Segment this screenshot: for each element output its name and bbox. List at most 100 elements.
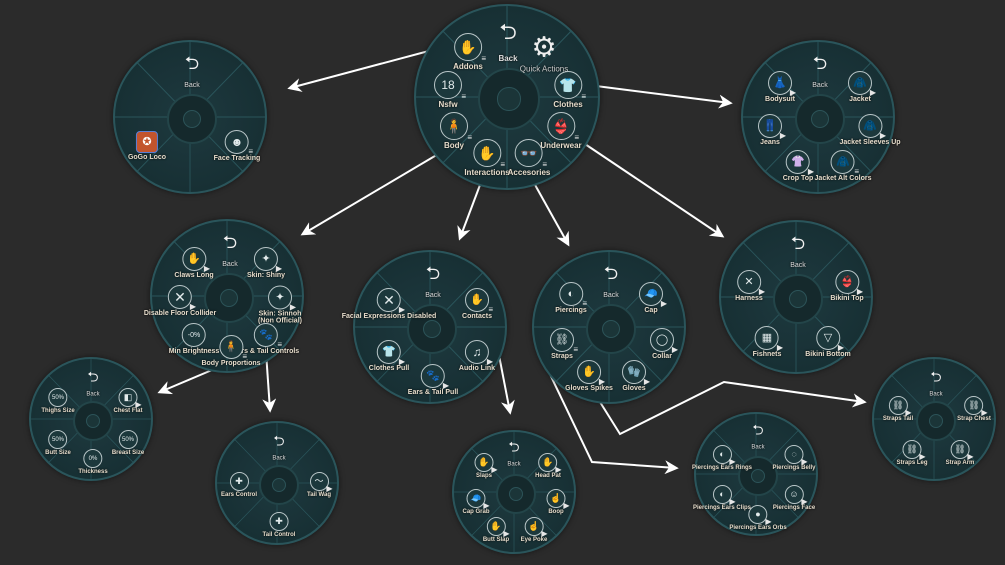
ears-tail-controls-button[interactable]: 🐾≡Ears & Tail Controls bbox=[233, 323, 299, 355]
claws-icon: ✋▶ bbox=[182, 247, 210, 273]
face-tracking-button[interactable]: ☻≡Face Tracking bbox=[214, 130, 260, 162]
gloves-spikes-button[interactable]: ✋▶Gloves Spikes bbox=[565, 360, 613, 392]
butt-slap-button[interactable]: ✋▶Butt Slap bbox=[483, 517, 510, 543]
ears-tail-pull-button[interactable]: 🐾▶Ears & Tail Pull bbox=[408, 364, 458, 396]
audio-link-button[interactable]: ♫▶Audio Link bbox=[459, 340, 495, 372]
back-button[interactable]: ⮌Back bbox=[272, 432, 286, 462]
shirt-icon: 👕≡ bbox=[554, 71, 586, 101]
strap-chest-button[interactable]: ⛓▶Strap Chest bbox=[957, 396, 991, 422]
tail-control-icon: ✚ bbox=[269, 512, 289, 531]
underwear-button[interactable]: 👙≡Underwear bbox=[540, 112, 582, 150]
bikini-bottom-button[interactable]: ▽▶Bikini Bottom bbox=[805, 326, 851, 358]
piercings-belly-button[interactable]: ◌▶Piercings Belly bbox=[772, 445, 816, 471]
arrow-to-accessories bbox=[533, 182, 570, 247]
bikini-top-button[interactable]: 👙▶Bikini Top bbox=[830, 270, 864, 302]
back-button[interactable]: ⮌Back bbox=[425, 263, 441, 299]
cap-button[interactable]: 🧢▶Cap bbox=[639, 282, 667, 314]
menu-center bbox=[795, 94, 845, 144]
back-button[interactable]: ⮌Back bbox=[222, 232, 238, 268]
back-button[interactable]: ⮌Back bbox=[812, 53, 828, 89]
strap-leg-icon: ⛓▶ bbox=[902, 440, 925, 461]
gogoloco-button[interactable]: ✪GoGo Loco bbox=[128, 131, 166, 161]
thighs-size-radial[interactable]: 50%Thighs Size bbox=[41, 388, 75, 414]
min-brightness-button[interactable]: -0%Min Brightness bbox=[169, 323, 219, 355]
crop-top-button[interactable]: 👚▶Crop Top bbox=[783, 150, 814, 182]
back-arrow-icon: ⮌ bbox=[603, 263, 619, 283]
floor-collider-button[interactable]: ✕▶Disable Floor Collider bbox=[144, 285, 216, 317]
jacket-sleeves-icon: 🧥▶ bbox=[857, 114, 886, 140]
strap-chest-icon: ⛓▶ bbox=[964, 396, 988, 417]
tail-control-button[interactable]: ✚Tail Control bbox=[263, 512, 295, 538]
jacket-sleeves-button[interactable]: 🧥▶Jacket Sleeves Up bbox=[839, 114, 901, 146]
gear-icon: ⚙ bbox=[531, 31, 557, 63]
cap-grab-button[interactable]: 🧢▶Cap Grab bbox=[462, 489, 490, 515]
back-arrow-icon: ⮌ bbox=[425, 263, 441, 283]
jacket-button[interactable]: 🧥▶Jacket bbox=[848, 71, 876, 103]
head-pat-button[interactable]: ✋▶Head Pat bbox=[535, 453, 562, 479]
back-button[interactable]: ⮌Back bbox=[184, 53, 200, 89]
back-arrow-icon: ⮌ bbox=[812, 53, 828, 73]
back-button[interactable]: ⮌Back bbox=[86, 368, 100, 398]
claws-long-button[interactable]: ✋▶Claws Long bbox=[174, 247, 214, 279]
ears-icon: ✚ bbox=[229, 472, 249, 491]
butt-size-radial[interactable]: 50%Butt Size bbox=[45, 430, 71, 456]
back-button[interactable]: ⮌Back bbox=[790, 233, 806, 269]
strap-arm-button[interactable]: ⛓▶Strap Arm bbox=[946, 440, 974, 466]
head-pat-icon: ✋▶ bbox=[538, 453, 562, 474]
ears-tail-radial-menu: ⮌Back ✚Ears Control 〜▶Tail Wag ✚Tail Con… bbox=[215, 421, 339, 545]
back-button[interactable]: ⮌Back bbox=[603, 263, 619, 299]
contacts-button[interactable]: ✋≡Contacts bbox=[462, 288, 493, 320]
back-arrow-icon: ⮌ bbox=[790, 233, 806, 253]
skin-sinnoh-button[interactable]: ✦▶Skin: Sinnoh (Non Official) bbox=[258, 285, 302, 325]
boop-button[interactable]: ☝▶Boop bbox=[546, 489, 570, 515]
back-button[interactable]: ⮌Back bbox=[507, 438, 521, 468]
piercings-button[interactable]: ◐≡Piercings bbox=[555, 282, 587, 314]
body-proportions-button[interactable]: 🧍≡Body Proportions bbox=[201, 335, 261, 367]
gloves-button[interactable]: 🧤▶Gloves bbox=[622, 360, 650, 392]
clothes-radial-menu: ⮌Back 👗▶Bodysuit 🧥▶Jacket 👖▶Jeans 🧥▶Jack… bbox=[741, 40, 901, 194]
piercings-face-button[interactable]: ☺▶Piercings Face bbox=[773, 485, 815, 511]
piercings-ears-orbs-button[interactable]: ●▶Piercings Ears Orbs bbox=[729, 505, 787, 531]
addons-radial-menu: ⮌Back ✪GoGo Loco ☻≡Face Tracking bbox=[113, 40, 267, 194]
thickness-radial[interactable]: 0%Thickness bbox=[78, 449, 108, 475]
clothes-pull-button[interactable]: 👕▶Clothes Pull bbox=[369, 340, 409, 372]
skin-shiny-button[interactable]: ✦▶Skin: Shiny bbox=[247, 247, 285, 279]
spiked-glove-icon: ✋▶ bbox=[576, 360, 605, 386]
straps-button[interactable]: ⛓≡Straps bbox=[550, 328, 578, 360]
back-button[interactable]: ⮌Back bbox=[498, 15, 517, 63]
piercings-ears-clips-button[interactable]: ◐▶Piercings Ears Clips bbox=[693, 485, 751, 511]
fishnets-button[interactable]: ▦▶Fishnets bbox=[753, 326, 783, 358]
menu-center bbox=[73, 401, 113, 441]
tail-wag-button[interactable]: 〜▶Tail Wag bbox=[307, 472, 333, 498]
accesories-button[interactable]: 👓≡Accesories bbox=[508, 139, 550, 177]
back-button[interactable]: ⮌Back bbox=[751, 421, 765, 451]
quick-actions-button[interactable]: ⚙Quick Actions bbox=[519, 31, 569, 74]
jeans-button[interactable]: 👖▶Jeans bbox=[758, 114, 786, 146]
eye-poke-button[interactable]: ☝▶Eye Poke bbox=[521, 517, 548, 543]
jacket-alt-icon: 🧥≡ bbox=[831, 150, 859, 176]
straps-leg-button[interactable]: ⛓▶Straps Leg bbox=[896, 440, 928, 466]
addons-button[interactable]: ✋≡Addons bbox=[453, 33, 486, 71]
back-arrow-icon: ⮌ bbox=[930, 368, 942, 385]
facial-expressions-button[interactable]: ✕▶Facial Expressions Disabled bbox=[342, 288, 436, 320]
ear-clip-icon: ◐▶ bbox=[712, 485, 736, 506]
back-button[interactable]: ⮌Back bbox=[929, 368, 943, 398]
ears-control-button[interactable]: ✚Ears Control bbox=[221, 472, 257, 498]
body-button[interactable]: 🧍≡Body bbox=[440, 112, 472, 150]
clothes-button[interactable]: 👕≡Clothes bbox=[553, 71, 586, 109]
bodysuit-button[interactable]: 👗▶Bodysuit bbox=[765, 71, 796, 103]
slaps-button[interactable]: ✋▶Slaps bbox=[474, 453, 498, 479]
jacket-alt-colors-button[interactable]: 🧥≡Jacket Alt Colors bbox=[815, 150, 871, 182]
harness-button[interactable]: ✕▶Harness bbox=[735, 270, 765, 302]
interactions-button[interactable]: ✋≡Interactions bbox=[464, 139, 510, 177]
straps-tail-button[interactable]: ⛓▶Straps Tail bbox=[883, 396, 913, 422]
radial-dial-icon: 50% bbox=[48, 430, 68, 449]
nsfw-button[interactable]: 18≡Nsfw bbox=[434, 71, 466, 109]
ears-pull-icon: 🐾▶ bbox=[420, 364, 449, 390]
breast-size-radial[interactable]: 50%Breast Size bbox=[112, 430, 144, 456]
back-arrow-icon: ⮌ bbox=[222, 232, 238, 252]
piercings-ears-rings-button[interactable]: ◐▶Piercings Ears Rings bbox=[692, 445, 752, 471]
underwear-icon: 👙≡ bbox=[546, 112, 579, 142]
collar-button[interactable]: ◯▶Collar bbox=[650, 328, 678, 360]
chest-flat-toggle[interactable]: ◧▶Chest Flat bbox=[113, 388, 143, 414]
